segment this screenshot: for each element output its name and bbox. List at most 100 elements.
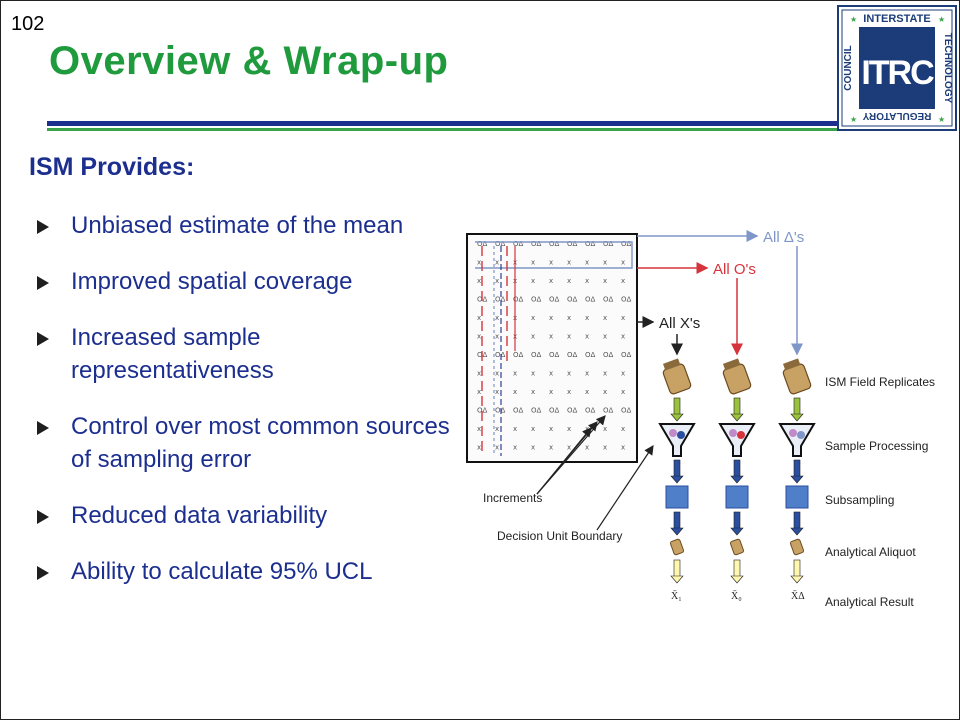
grid-mark: ΟΔ (603, 296, 614, 304)
grid-mark: x (621, 444, 625, 452)
process-arrow-head (730, 475, 744, 484)
process-arrow (733, 511, 741, 530)
subsample-grid-icon (785, 485, 809, 509)
sample-dot (789, 429, 797, 437)
jar-lid-icon (782, 358, 801, 371)
svg-text:★: ★ (850, 15, 857, 24)
sample-dot (669, 429, 677, 437)
grid-mark: x (495, 277, 499, 285)
process-arrow (673, 559, 681, 578)
grid-mark: ΟΔ (621, 240, 632, 248)
logo-letters: ITRC (861, 54, 934, 92)
bullet-item: Improved spatial coverage (37, 265, 457, 298)
bullet-arrow-icon (37, 421, 49, 435)
grid-mark: x (531, 425, 535, 433)
grid-mark: ΟΔ (567, 351, 578, 359)
subsample-grid-icon (665, 485, 689, 509)
step-label-analytical-aliquot: Analytical Aliquot (825, 545, 916, 559)
grid-mark: x (603, 277, 607, 285)
grid-mark: ΟΔ (585, 351, 596, 359)
process-arrow (673, 459, 681, 478)
bullet-text: Control over most common sources of samp… (71, 413, 450, 473)
process-arrow-head (730, 575, 744, 584)
process-arrow-head (790, 475, 804, 484)
grid-mark: x (495, 388, 499, 396)
process-arrow-head (730, 527, 744, 536)
grid-mark: ΟΔ (513, 351, 524, 359)
grid-mark: x (621, 314, 625, 322)
bullet-item: Increased sample representativeness (37, 321, 457, 387)
subsample-grid-icon (725, 485, 749, 509)
grid-mark: x (531, 259, 535, 267)
grid-mark: x (531, 333, 535, 341)
grid-mark: x (603, 425, 607, 433)
grid-mark: ΟΔ (549, 296, 560, 304)
grid-mark: ΟΔ (531, 351, 542, 359)
grid-mark: x (531, 314, 535, 322)
page-number: 102 (11, 13, 45, 35)
svg-text:★: ★ (938, 15, 945, 24)
funnel-icon (718, 423, 756, 457)
process-arrow (793, 559, 801, 578)
bullet-text: Ability to calculate 95% UCL (71, 558, 373, 585)
process-arrow (673, 511, 681, 530)
grid-mark: x (585, 277, 589, 285)
grid-mark: x (477, 388, 481, 396)
logo-ring-right: TECHNOLOGY (942, 33, 953, 104)
grid-mark: x (477, 259, 481, 267)
grid-mark: ΟΔ (567, 296, 578, 304)
svg-text:★: ★ (938, 115, 945, 124)
grid-mark: ΟΔ (567, 240, 578, 248)
svg-text:★: ★ (850, 115, 857, 124)
bullet-text: Increased sample representativeness (71, 324, 274, 384)
grid-mark: x (621, 425, 625, 433)
grid-mark: ΟΔ (531, 296, 542, 304)
grid-mark: x (549, 259, 553, 267)
grid-mark: ΟΔ (477, 407, 488, 415)
grid-mark: ΟΔ (585, 296, 596, 304)
grid-mark: x (513, 388, 517, 396)
grid-mark: x (603, 259, 607, 267)
grid-mark: ΟΔ (621, 351, 632, 359)
bullet-item: Ability to calculate 95% UCL (37, 555, 457, 588)
grid-mark: x (531, 277, 535, 285)
grid-mark: x (477, 425, 481, 433)
grid-mark: x (513, 370, 517, 378)
process-arrow (733, 559, 741, 578)
grid-mark: x (567, 277, 571, 285)
grid-mark: ΟΔ (495, 351, 506, 359)
process-arrow-head (670, 575, 684, 584)
process-arrow-head (730, 413, 744, 422)
grid-mark: x (567, 444, 571, 452)
grid-mark: x (477, 277, 481, 285)
bullet-arrow-icon (37, 510, 49, 524)
sample-dot (677, 431, 685, 439)
process-arrow (793, 511, 801, 530)
funnel-icon (778, 423, 816, 457)
logo-ring-bottom: REGULATORY (862, 110, 931, 121)
grid-mark: x (603, 444, 607, 452)
process-arrow (793, 397, 801, 416)
grid-mark: x (567, 314, 571, 322)
bullet-item: Control over most common sources of samp… (37, 410, 457, 476)
grid-mark: x (495, 259, 499, 267)
title-divider-green (47, 128, 839, 131)
analytical-result-value: X̄Δ (791, 590, 805, 602)
grid-mark: x (621, 277, 625, 285)
bullet-arrow-icon (37, 332, 49, 346)
grid-mark: x (603, 333, 607, 341)
process-arrow (673, 397, 681, 416)
grid-mark: x (585, 388, 589, 396)
grid-mark: x (567, 425, 571, 433)
grid-mark: x (531, 444, 535, 452)
process-arrow-head (670, 413, 684, 422)
grid-mark: ΟΔ (621, 407, 632, 415)
label-all-xs: All X's (659, 315, 700, 332)
grid-mark: x (585, 370, 589, 378)
label-increments: Increments (483, 491, 542, 505)
grid-mark: ΟΔ (603, 407, 614, 415)
jar-lid-icon (662, 358, 681, 371)
grid-mark: x (585, 259, 589, 267)
bullet-arrow-icon (37, 566, 49, 580)
aliquot-vial-icon (669, 538, 685, 556)
